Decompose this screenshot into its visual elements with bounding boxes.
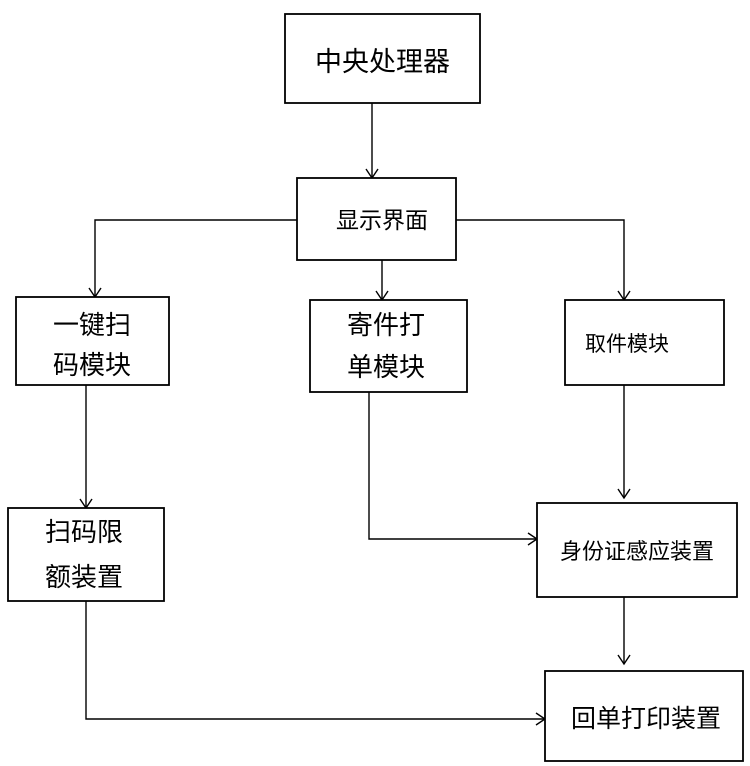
node-cpu-label: 中央处理器 — [315, 47, 450, 78]
node-send: 寄件打 单模块 — [310, 300, 467, 392]
node-send-label-line2: 单模块 — [347, 353, 425, 383]
edge-display-scan — [95, 220, 297, 297]
node-display-label: 显示界面 — [336, 208, 428, 234]
node-display: 显示界面 — [297, 178, 456, 260]
node-limit-label-line1: 扫码限 — [45, 518, 123, 548]
node-cpu: 中央处理器 — [285, 14, 480, 103]
node-limit-label-line2: 额装置 — [45, 563, 123, 593]
edge-send-idcard — [369, 392, 537, 539]
node-printer-label: 回单打印装置 — [571, 704, 721, 733]
node-pickup-label: 取件模块 — [585, 332, 669, 356]
edge-limit-printer — [86, 601, 545, 719]
node-send-label-line1: 寄件打 — [347, 311, 425, 341]
node-idcard-label: 身份证感应装置 — [560, 540, 714, 565]
node-printer: 回单打印装置 — [545, 671, 743, 761]
node-scan-label-line1: 一键扫 — [53, 311, 131, 341]
edge-display-pickup — [456, 220, 624, 300]
node-idcard: 身份证感应装置 — [537, 503, 737, 597]
node-pickup: 取件模块 — [565, 300, 724, 385]
node-limit: 扫码限 额装置 — [8, 508, 164, 601]
node-scan: 一键扫 码模块 — [16, 297, 169, 385]
node-scan-label-line2: 码模块 — [53, 351, 131, 381]
